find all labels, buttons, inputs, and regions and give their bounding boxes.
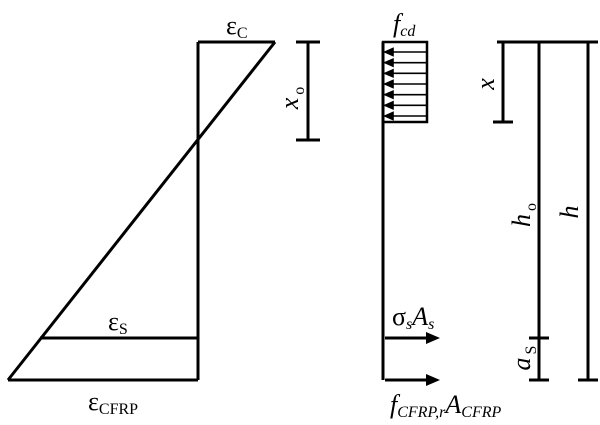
neutral-axis-dimension — [296, 40, 320, 142]
neutral-axis-depth-label: xo — [275, 87, 308, 111]
stress-block-arrows — [383, 47, 426, 121]
steel-cover-label: aS — [507, 346, 540, 371]
frp-force-label: fCFRP,rACFRP — [390, 390, 502, 421]
stress-arrow-head — [383, 111, 394, 121]
steel-force-arrow — [385, 332, 440, 344]
stress-block-label: fcd — [393, 9, 416, 40]
stress-arrow-head — [383, 79, 394, 89]
strain-frp-label: εCFRP — [88, 387, 138, 418]
compression-depth-label: x — [471, 78, 500, 91]
stress-arrow-head — [383, 47, 394, 57]
steel-force-arrow-head — [426, 332, 440, 344]
stress-arrow-head — [383, 57, 394, 68]
strain-diagram — [6, 40, 277, 382]
stress-block — [381, 40, 429, 124]
stress-arrow-head — [383, 68, 394, 79]
strain-top-label: εC — [226, 11, 248, 42]
frp-force-arrow — [385, 374, 440, 386]
total-height-label: h — [555, 206, 584, 219]
strain-steel-label: εS — [108, 307, 128, 338]
stress-arrow-head — [383, 89, 394, 100]
strain-profile-line — [6, 41, 277, 381]
frp-force-arrow-head — [426, 374, 440, 386]
stress-diagram — [381, 40, 429, 380]
effective-depth-label: ho — [507, 203, 540, 227]
stress-arrow-head — [383, 100, 394, 111]
height-dimensions — [493, 40, 598, 382]
steel-force-label: σsAs — [392, 302, 434, 333]
